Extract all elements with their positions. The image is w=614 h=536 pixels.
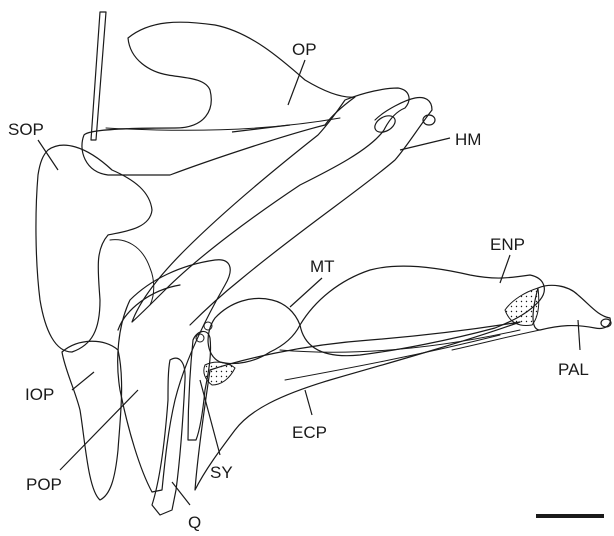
label-sop: SOP [8, 120, 44, 139]
label-ecp: ECP [292, 423, 327, 442]
leader-pop [60, 390, 138, 470]
label-q: Q [188, 513, 201, 532]
label-pal: PAL [558, 360, 589, 379]
ectopterygoid-bone [195, 322, 520, 490]
label-mt: MT [310, 257, 335, 276]
leader-sop [38, 140, 58, 170]
label-op: OP [292, 40, 317, 59]
leader-ecp [305, 390, 312, 415]
leader-op [288, 60, 305, 105]
label-hm: HM [455, 130, 481, 149]
label-iop: IOP [25, 385, 54, 404]
scale-bar [536, 514, 604, 518]
interopercle-bone [62, 341, 122, 500]
label-sy: SY [210, 463, 233, 482]
label-pop: POP [26, 475, 62, 494]
label-enp: ENP [490, 235, 525, 254]
spine [91, 12, 106, 140]
metapterygoid-cartilage [204, 362, 235, 385]
metapterygoid-bone [208, 298, 300, 363]
subopercle-bone [36, 145, 152, 352]
leader-enp [500, 255, 510, 283]
leader-pal [578, 320, 580, 350]
subopercle-inner [110, 240, 154, 305]
leader-iop [72, 372, 94, 390]
ecp-line [285, 335, 500, 380]
